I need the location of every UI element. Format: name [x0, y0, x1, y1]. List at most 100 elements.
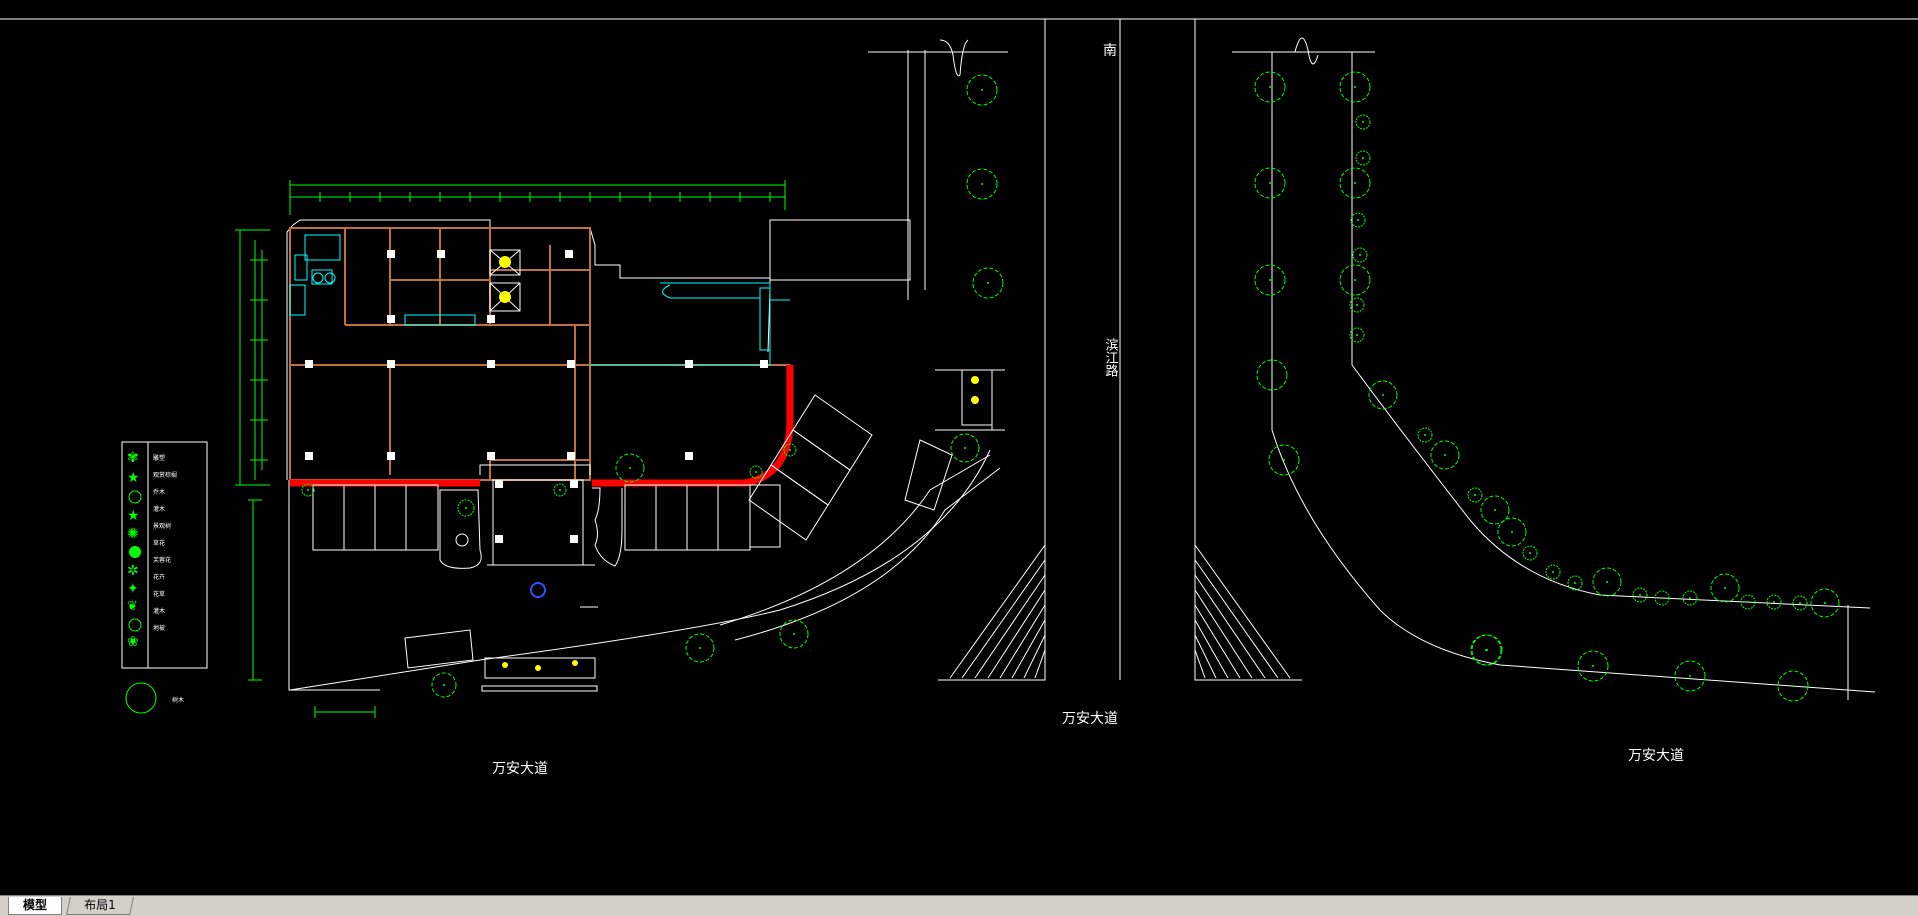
- tree-center-icon: [559, 489, 561, 491]
- tree-center-icon: [1661, 597, 1663, 599]
- tree-center-icon: [1639, 594, 1641, 596]
- tree-symbol-icon: [779, 619, 809, 649]
- tree-symbol-icon: [1256, 359, 1288, 391]
- svg-text:✾: ✾: [127, 450, 139, 466]
- road-label-left: 万安大道: [492, 761, 548, 777]
- tree-center-icon: [1362, 121, 1364, 123]
- tree-center-icon: [1269, 279, 1271, 281]
- tree-center-icon: [1283, 459, 1285, 461]
- legend-item-label: 雕塑: [153, 454, 165, 462]
- tree-symbol-icon: [1777, 670, 1809, 702]
- tree-symbol-icon: [1339, 71, 1371, 103]
- tree-symbol-icon: [1545, 564, 1561, 580]
- tree-center-icon: [1689, 675, 1691, 677]
- tree-center-icon: [755, 471, 757, 473]
- tree-center-icon: [1799, 602, 1801, 604]
- tree-center-icon: [1747, 601, 1749, 603]
- tree-center-icon: [465, 507, 467, 509]
- sign-icons: [502, 376, 979, 671]
- tree-center-icon: [1444, 454, 1446, 456]
- tree-center-icon: [1269, 182, 1271, 184]
- tree-symbol-icon: [1592, 567, 1622, 597]
- svg-text:❦: ❦: [127, 599, 138, 614]
- tree-symbol-icon: [1497, 517, 1527, 547]
- tree-symbol-icon: [1567, 575, 1583, 591]
- tree-center-icon: [1486, 649, 1488, 651]
- tree-symbol-icon: [615, 453, 645, 483]
- svg-text:✲: ✲: [127, 563, 139, 579]
- tree-symbol-icon: [1355, 150, 1371, 166]
- tree-center-icon: [1724, 587, 1726, 589]
- tree-center-icon: [789, 449, 791, 451]
- tree-center-icon: [964, 447, 966, 449]
- tree-symbol-icon: [1349, 297, 1365, 313]
- tree-symbol-icon: [749, 465, 763, 479]
- tree-symbol-icon: [1352, 247, 1368, 263]
- svg-text:❀: ❀: [127, 634, 139, 650]
- tree-center-icon: [1357, 219, 1359, 221]
- building-plan: [235, 39, 1008, 718]
- tree-center-icon: [793, 633, 795, 635]
- tree-symbol-icon: [1674, 660, 1706, 692]
- tree-symbol-icon: [301, 483, 315, 497]
- tree-symbol-icon: [1577, 650, 1609, 682]
- svg-text:✺: ✺: [127, 526, 139, 542]
- tree-center-icon: [987, 282, 989, 284]
- tree-symbol-icon: [966, 168, 998, 200]
- tree-center-icon: [1474, 494, 1476, 496]
- cad-model-space[interactable]: ✾ ★ ★ ✺ ✲ ✦ ❦ ❀ 雕塑观赏棕榈乔木灌木景观树草花芙蓉花花卉花草灌木…: [0, 0, 1918, 895]
- right-planting-plan: [1232, 37, 1876, 700]
- tree-symbol-icon: [1368, 380, 1398, 410]
- tree-symbol-icon: [1632, 587, 1648, 603]
- north-marker-icon: [530, 582, 546, 598]
- tab-layout1[interactable]: 布局1: [66, 897, 134, 915]
- legend-item-label: 观赏棕榈: [153, 471, 177, 479]
- tree-center-icon: [1689, 597, 1691, 599]
- svg-text:★: ★: [127, 470, 140, 486]
- tree-symbol-icon: [1349, 327, 1365, 343]
- tree-symbol-icon: [1430, 440, 1460, 470]
- tab-model[interactable]: 模型: [8, 897, 62, 915]
- tree-symbol-icon: [1467, 487, 1483, 503]
- tree-symbol-icon: [1710, 573, 1740, 603]
- tree-center-icon: [1382, 394, 1384, 396]
- tree-symbol-icon: [1339, 167, 1371, 199]
- tree-symbol-icon: [1792, 595, 1808, 611]
- tree-center-icon: [981, 183, 983, 185]
- tree-center-icon: [1592, 665, 1594, 667]
- legend-item-label: 花卉: [153, 573, 165, 581]
- tree-center-icon: [1362, 157, 1364, 159]
- tree-center-icon: [699, 647, 701, 649]
- tree-symbol-icon: [966, 74, 998, 106]
- legend-item-label: 芙蓉花: [153, 556, 171, 564]
- legend-extra-label: 树木: [172, 696, 184, 704]
- legend-item-label: 草花: [153, 539, 165, 547]
- legend-item-label: 乔木: [153, 488, 165, 496]
- legend-item-label: 灌木: [153, 607, 165, 615]
- tree-symbol-icon: [1740, 594, 1756, 610]
- tree-center-icon: [1792, 685, 1794, 687]
- vertical-road-label-south: 南: [1103, 43, 1117, 59]
- tree-center-icon: [1511, 531, 1513, 533]
- cad-drawing[interactable]: ✾ ★ ★ ✺ ✲ ✦ ❦ ❀ 雕塑观赏棕榈乔木灌木景观树草花芙蓉花花卉花草灌木…: [0, 0, 1918, 895]
- tree-symbol-icon: [431, 672, 457, 698]
- legend-item-label: 花草: [153, 590, 165, 598]
- tree-center-icon: [1424, 434, 1426, 436]
- tree-center-icon: [1271, 374, 1273, 376]
- tree-center-icon: [1773, 601, 1775, 603]
- legend-item-label: 地被: [153, 624, 165, 632]
- tree-center-icon: [629, 467, 631, 469]
- tree-center-icon: [1269, 86, 1271, 88]
- tree-symbol-icon: [1254, 167, 1286, 199]
- vertical-road-name: 滨江路: [1103, 337, 1119, 377]
- tree-symbol-icon: [457, 499, 475, 517]
- legend-item-label: 灌木: [153, 505, 165, 513]
- tree-symbol-icon: [1339, 264, 1371, 296]
- tree-center-icon: [1574, 582, 1576, 584]
- tree-symbol-icon: [1810, 588, 1840, 618]
- tree-center-icon: [1606, 581, 1608, 583]
- tree-center-icon: [1359, 254, 1361, 256]
- tree-symbol-icon: [1470, 634, 1502, 666]
- tree-symbol-icon: [950, 433, 980, 463]
- tree-center-icon: [1354, 86, 1356, 88]
